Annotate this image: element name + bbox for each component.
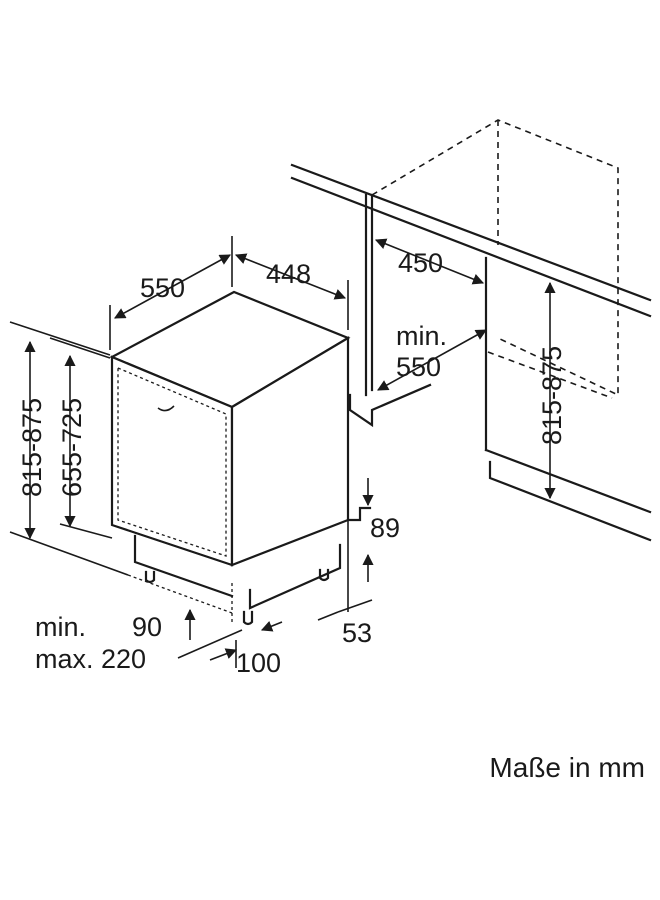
label-niche-depth-550: 550 [396, 352, 441, 382]
label-plinth-89: 89 [370, 513, 400, 543]
label-niche-min: min. [396, 321, 447, 351]
dishwasher-body [109, 290, 372, 626]
label-foot-100: 100 [236, 648, 281, 678]
label-plinth-53: 53 [342, 618, 372, 648]
label-width-550: 550 [140, 273, 185, 303]
label-appliance-height: 815-875 [17, 398, 47, 497]
label-niche-height: 815-875 [537, 346, 567, 445]
units-note: Maße in mm [489, 752, 645, 783]
label-body-height: 655-725 [57, 398, 87, 497]
label-depth-448: 448 [266, 259, 311, 289]
dimension-lines [9, 236, 556, 668]
label-foot-min-90: 90 [132, 612, 162, 642]
label-niche-width-450: 450 [398, 248, 443, 278]
label-foot-max-220: max. 220 [35, 644, 146, 674]
label-foot-min: min. [35, 612, 86, 642]
